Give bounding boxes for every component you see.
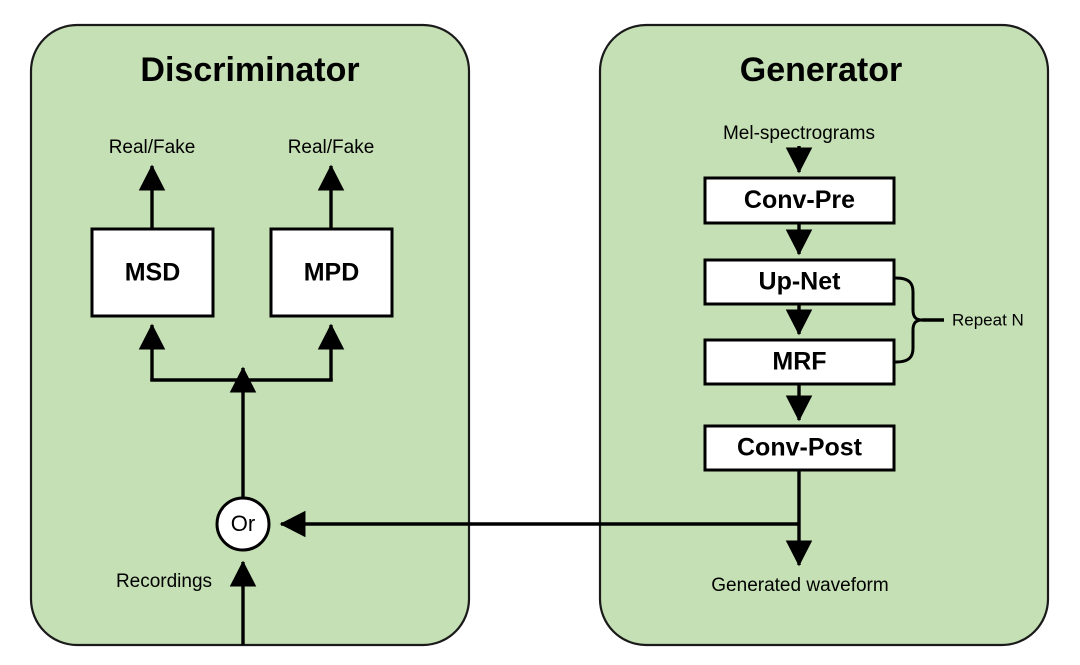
mrf-block[interactable]	[703, 338, 896, 386]
mpd-output-label: Real/Fake	[288, 137, 375, 158]
conv-pre-block[interactable]	[703, 176, 896, 225]
msd-block[interactable]	[90, 227, 215, 318]
or-node-label: Or	[231, 511, 255, 536]
discriminator-panel: Discriminator Real/Fake Real/Fake MSD MP…	[29, 23, 471, 647]
mel-spectrograms-input-label: Mel-spectrograms	[723, 123, 875, 144]
generator-panel-title: Generator	[740, 51, 903, 89]
up-net-block[interactable]	[703, 258, 896, 306]
generator-panel: Generator Mel-spectrograms Conv-Pre Up-N…	[598, 23, 1050, 647]
conv-pre-block-label: Conv-Pre	[744, 186, 855, 214]
conv-post-block[interactable]	[703, 424, 896, 472]
msd-output-label: Real/Fake	[109, 137, 196, 158]
mpd-block[interactable]	[269, 227, 394, 318]
generator-panel-background	[598, 23, 1050, 647]
up-net-block-label: Up-Net	[759, 268, 842, 296]
discriminator-panel-background	[29, 23, 471, 647]
recordings-input-label: Recordings	[116, 571, 212, 592]
generated-waveform-label: Generated waveform	[711, 575, 888, 596]
or-node[interactable]	[215, 496, 271, 552]
repeat-n-label: Repeat N	[952, 310, 1024, 329]
msd-block-label: MSD	[125, 259, 181, 287]
conv-post-block-label: Conv-Post	[737, 434, 863, 462]
mrf-block-label: MRF	[772, 348, 826, 376]
discriminator-panel-title: Discriminator	[140, 51, 359, 89]
mpd-block-label: MPD	[304, 259, 360, 287]
